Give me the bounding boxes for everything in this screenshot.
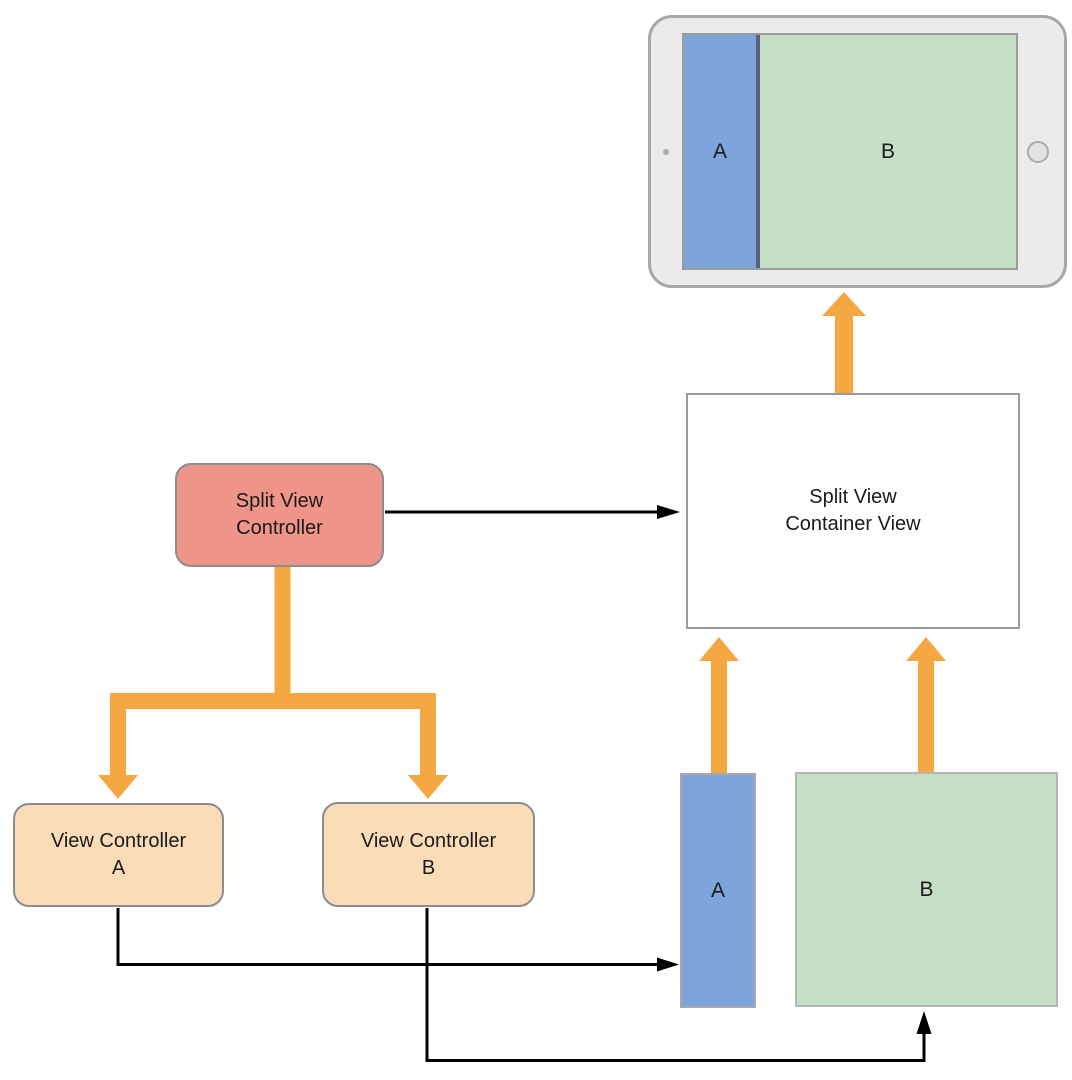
device-secondary-panel: B: [756, 35, 1016, 268]
edge-view-a-to-container: [699, 637, 739, 773]
front-camera-icon: [663, 149, 669, 155]
device-primary-panel: A: [684, 35, 756, 268]
edge-view-b-to-container: [906, 637, 946, 772]
node-split-view-controller: Split View Controller: [175, 463, 384, 567]
node-split-view-container-view: Split View Container View: [686, 393, 1020, 629]
container-view-label-line1: Split View: [809, 486, 897, 508]
vcb-label-line2: B: [421, 856, 436, 879]
ipad-screen: A B: [682, 33, 1018, 270]
device-panel-a-label: A: [712, 139, 727, 163]
view-a-label: A: [710, 878, 725, 902]
svc-label-line2: Controller: [236, 517, 323, 539]
svc-label-line1: Split View: [235, 490, 324, 512]
vca-label-line1: View Controller: [50, 830, 187, 852]
edge-vca-to-view-a: [116, 908, 679, 972]
edge-controller-to-children: [98, 566, 448, 799]
home-button-icon: [1027, 141, 1049, 163]
vcb-label-line1: View Controller: [360, 829, 497, 852]
edge-svc-to-container-view: [385, 505, 680, 519]
node-view-controller-b: View Controller B: [322, 802, 535, 907]
view-b-rect: B: [795, 772, 1058, 1007]
view-a-rect: A: [680, 773, 756, 1008]
arrowhead-to-view-controller-a: [98, 775, 138, 799]
edge-container-to-device: [822, 292, 866, 393]
edge-vcb-to-view-b: [425, 908, 932, 1062]
device-panel-b-label: B: [880, 139, 895, 163]
node-view-controller-a: View Controller A: [13, 803, 224, 907]
container-view-label-line2: Container View: [785, 513, 921, 535]
vca-label-line2: A: [111, 857, 126, 879]
arrowhead-to-view-controller-b: [408, 775, 448, 799]
ipad-device: A B: [648, 15, 1067, 288]
view-b-label: B: [919, 877, 934, 901]
